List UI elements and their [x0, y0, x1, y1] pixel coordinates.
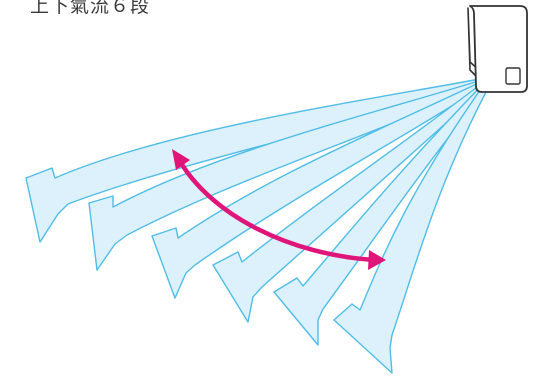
airflow-arrows: [25, 77, 488, 374]
swing-double-arrow-icon: [172, 149, 386, 270]
airflow-arrow-4: [212, 80, 488, 323]
air-conditioner-icon: [467, 5, 528, 93]
airflow-arrow-5: [273, 81, 488, 346]
airflow-arrow-6: [333, 82, 488, 374]
airflow-arrow-3: [151, 79, 488, 299]
airflow-caption: 上下氣流６段: [30, 0, 151, 17]
